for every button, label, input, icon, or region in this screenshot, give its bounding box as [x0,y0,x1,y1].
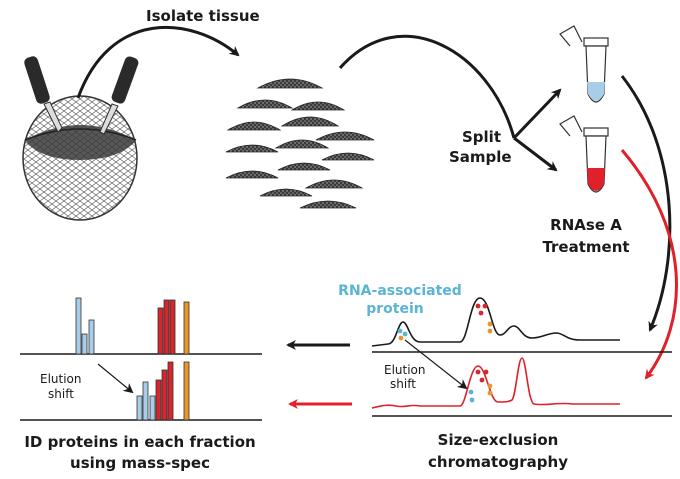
to-split-arrow [338,35,516,139]
control-tube-icon [559,25,609,103]
rnase-label: RNAse A [550,216,622,234]
control-chromatogram [371,297,620,347]
isolate-arrow [76,25,240,99]
treated-tube-icon [559,115,609,193]
sec-elution-label: Elution [384,363,426,377]
ms-elution-shift-arrow [97,363,134,394]
right-knife-icon [99,56,139,135]
treatment-label: Treatment [542,238,629,256]
ms-shift-label: shift [48,387,74,401]
control-ms-bars [75,297,190,355]
rna-associated-label: RNA-associated [338,283,462,299]
sample-label: Sample [449,148,512,166]
tissue-sample [22,95,138,221]
treated-to-sec-arrow [620,149,678,380]
tissue-slices [225,78,375,209]
split-up-arrow [512,88,562,140]
left-knife-icon [24,56,63,133]
control-to-sec-arrow [620,75,672,332]
rna-protein-label: protein [366,301,424,317]
treated-chromatogram [371,357,620,409]
mass-spec-label: using mass-spec [70,454,210,472]
id-proteins-label: ID proteins in each fraction [24,433,255,451]
treated-ms-bars [136,361,190,421]
isolate-tissue-label: Isolate tissue [146,7,260,25]
treated-protein-dots [468,369,493,403]
chromatography-label: chromatography [428,453,568,471]
sec-elution-shift-arrow [404,339,468,390]
split-label: Split [462,128,501,146]
sec-shift-label: shift [390,377,416,391]
sec-label: Size-exclusion [438,431,559,449]
control-protein-dots [397,303,493,341]
split-down-arrow [513,136,558,172]
ms-elution-label: Elution [40,372,82,386]
